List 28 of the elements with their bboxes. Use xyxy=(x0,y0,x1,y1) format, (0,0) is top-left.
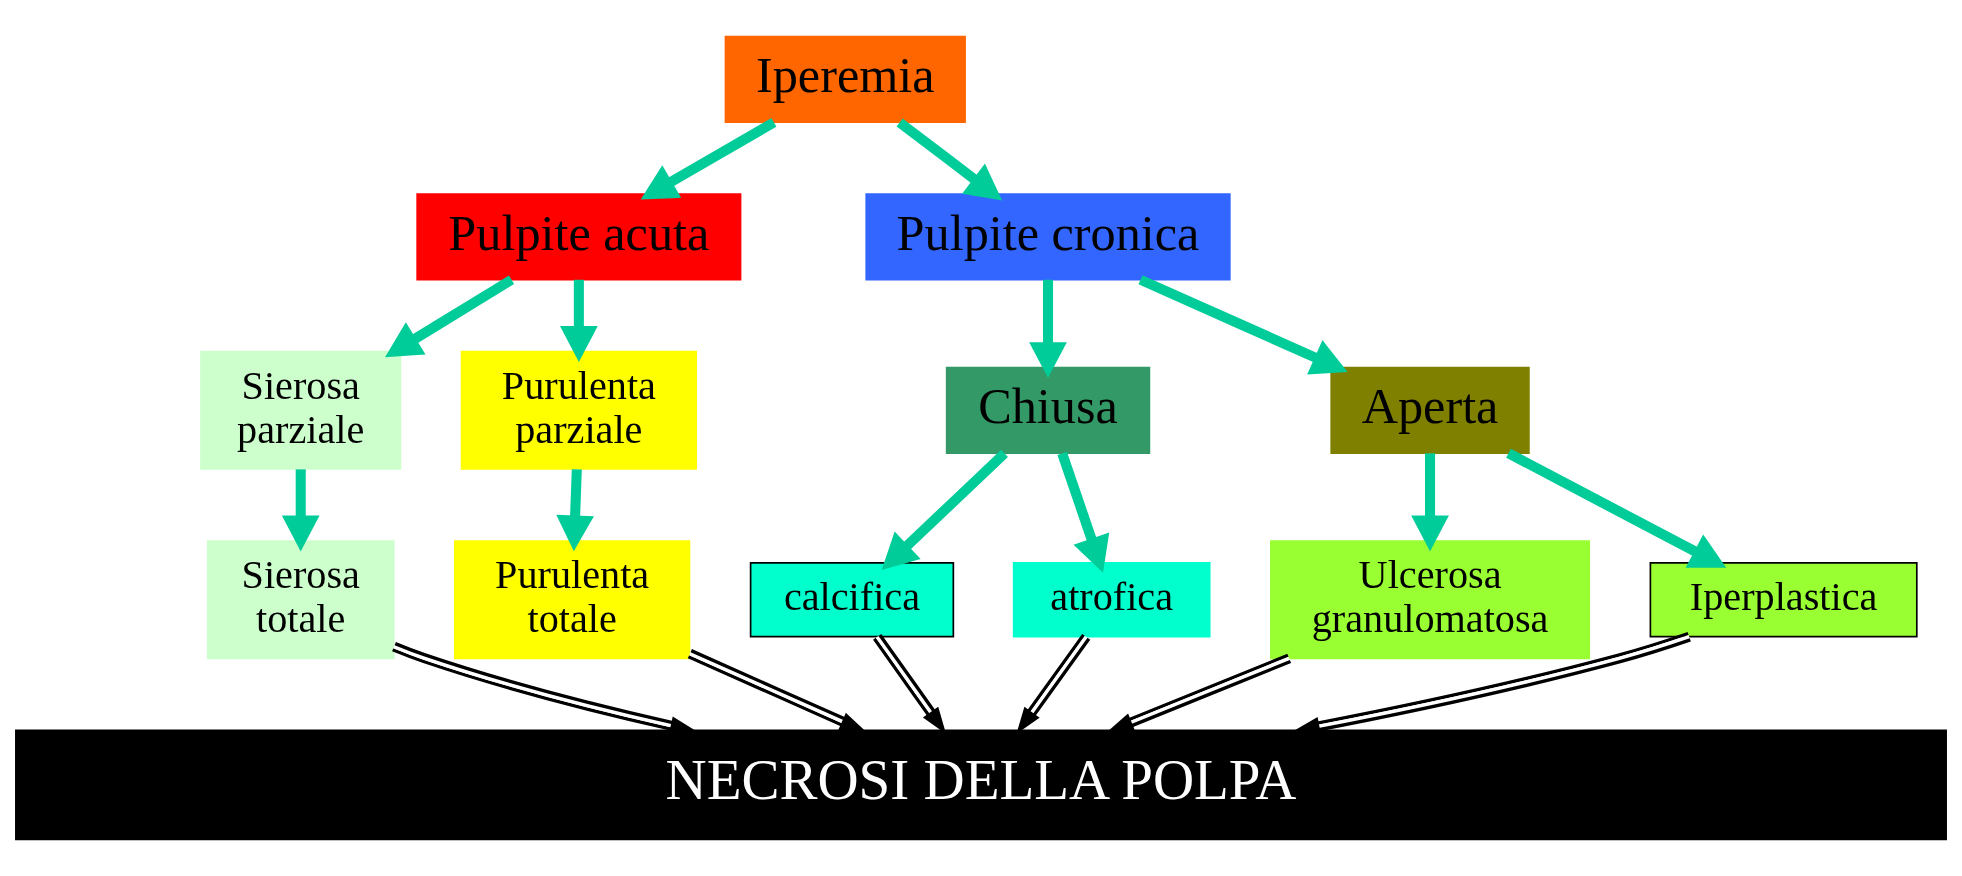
arrow xyxy=(640,118,777,200)
node-box: Pulpite cronica xyxy=(865,193,1231,281)
node-box: Purulenta totale xyxy=(454,540,691,660)
node-box: Sierosa parziale xyxy=(200,350,402,470)
node-box: atrofica xyxy=(1012,562,1211,638)
node-box: Aperta xyxy=(1330,366,1530,454)
node-box: Purulenta parziale xyxy=(460,350,697,470)
arrow xyxy=(385,275,515,358)
arrow xyxy=(1106,653,1292,733)
arrow xyxy=(1057,451,1110,573)
node-box: Chiusa xyxy=(945,366,1151,454)
node-box: Iperemia xyxy=(724,35,966,123)
node-box: Iperplastica xyxy=(1649,562,1918,638)
arrow xyxy=(1506,448,1727,568)
arrow xyxy=(556,469,594,552)
arrow xyxy=(1138,275,1348,375)
node-box: Pulpite acuta xyxy=(416,193,742,281)
arrow xyxy=(896,118,1003,201)
node-box: calcifica xyxy=(749,562,955,638)
arrow xyxy=(1029,279,1067,379)
node-box: Ulcerosa granulomatosa xyxy=(1270,540,1591,660)
arrow xyxy=(1411,453,1449,552)
arrow xyxy=(687,649,867,733)
node-box: NECROSI DELLA POLPA xyxy=(15,729,1947,841)
arrow xyxy=(281,469,320,552)
arrow xyxy=(560,279,598,362)
node-box: Sierosa totale xyxy=(206,540,395,660)
arrow xyxy=(881,449,1008,570)
